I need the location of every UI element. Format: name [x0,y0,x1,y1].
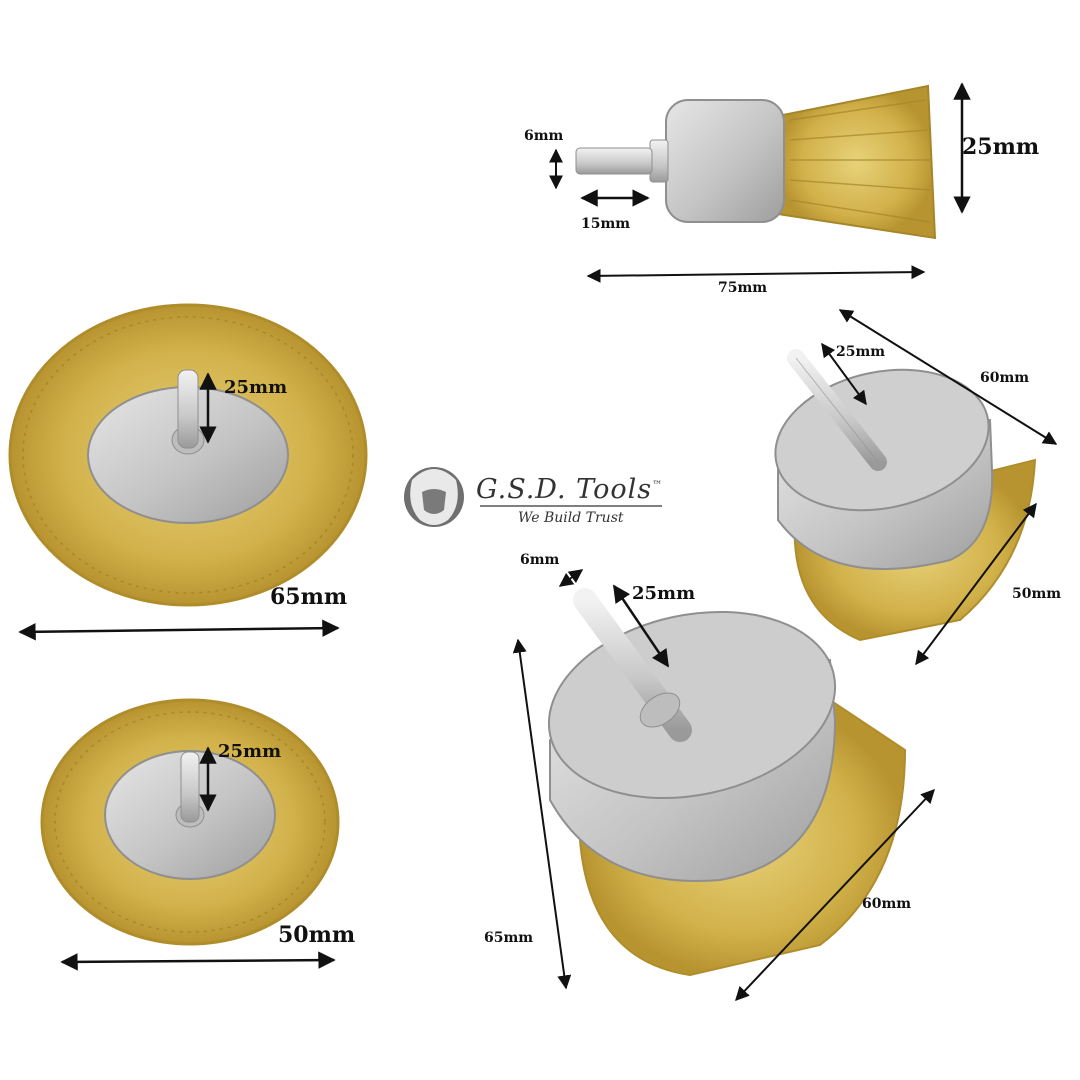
wheel-small-diameter-label: 50mm [278,922,356,948]
wheel-brush-large [8,303,368,607]
end-brush-bristles [777,84,937,240]
trademark-symbol: ™ [652,480,664,491]
cup-brush-small [774,349,1037,642]
end-brush-collar [649,139,669,183]
end-brush-total-length-label: 75mm [718,280,768,296]
wheel-brush-small [40,698,340,946]
end-brush-shank-length-label: 15mm [581,216,631,232]
cup-brush-large [547,588,907,977]
lion-head-icon [404,467,464,527]
wheel-large-diameter-label: 65mm [270,584,348,610]
cup-small-shank-label: 25mm [836,344,886,360]
cup-small-diameter-label: 50mm [1012,586,1062,602]
cup-large-length-label: 65mm [484,930,534,946]
brand-tagline: We Build Trust [518,510,624,526]
cup-large-shank-diameter-label: 6mm [520,552,560,568]
wheel-small-shank-label: 25mm [218,741,282,762]
end-brush-shank-diameter-label: 6mm [524,128,564,144]
end-brush-ferrule [665,99,785,223]
cup-large-shank-length-label: 25mm [632,583,696,604]
brand-name: G.S.D. Tools™ [476,474,664,505]
cup-small-length-label: 60mm [980,370,1030,386]
end-brush-diameter-label: 25mm [962,134,1040,160]
wheel-large-shank-label: 25mm [224,377,288,398]
end-brush [575,84,937,240]
end-brush-shank [575,147,653,175]
cup-large-diameter-label: 60mm [862,896,912,912]
